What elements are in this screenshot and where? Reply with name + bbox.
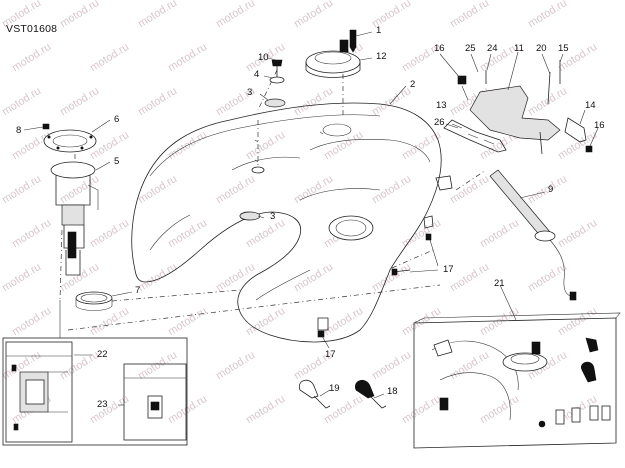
- callout-4: 4: [254, 69, 260, 80]
- callout-26: 26: [434, 117, 445, 128]
- detail-box-23: [118, 363, 187, 441]
- callout-20: 20: [536, 43, 547, 54]
- detail-box-22: [2, 337, 188, 446]
- callout-1: 1: [376, 25, 382, 36]
- callout-9: 9: [548, 184, 554, 195]
- callout-2: 2: [410, 79, 416, 90]
- filler-cap: [305, 29, 361, 78]
- tank-mount-bracket: [443, 60, 593, 155]
- level-sensor: [489, 169, 577, 301]
- callout-16-left: 16: [434, 43, 445, 54]
- callout-3-bottom: 3: [270, 211, 276, 222]
- callout-18: 18: [387, 386, 398, 397]
- fuel-pump: [50, 161, 99, 276]
- callout-13: 13: [436, 100, 447, 111]
- callout-22: 22: [97, 349, 108, 360]
- callout-14: 14: [585, 100, 596, 111]
- key-lock-kit: [413, 312, 621, 449]
- pump-flange: [43, 129, 97, 153]
- callout-25: 25: [465, 43, 476, 54]
- callout-12: 12: [376, 51, 387, 62]
- callout-6: 6: [114, 114, 120, 125]
- callout-leaders: [23, 31, 599, 399]
- callout-16-right: 16: [594, 120, 605, 131]
- key-set: [298, 379, 387, 409]
- callout-19: 19: [329, 383, 340, 394]
- callout-5: 5: [114, 156, 120, 167]
- callout-10: 10: [258, 52, 269, 63]
- callout-7: 7: [135, 285, 141, 296]
- callout-24: 24: [487, 43, 498, 54]
- callout-3-top: 3: [247, 87, 253, 98]
- diagram-code: VST01608: [6, 23, 58, 35]
- callout-17-right: 17: [443, 264, 454, 275]
- callout-21: 21: [494, 278, 505, 289]
- callout-11: 11: [514, 43, 524, 54]
- callout-8: 8: [16, 125, 22, 136]
- callout-23: 23: [97, 399, 108, 410]
- callout-15: 15: [558, 43, 569, 54]
- callout-17-bottom: 17: [325, 349, 336, 360]
- fuel-tank: [131, 102, 453, 343]
